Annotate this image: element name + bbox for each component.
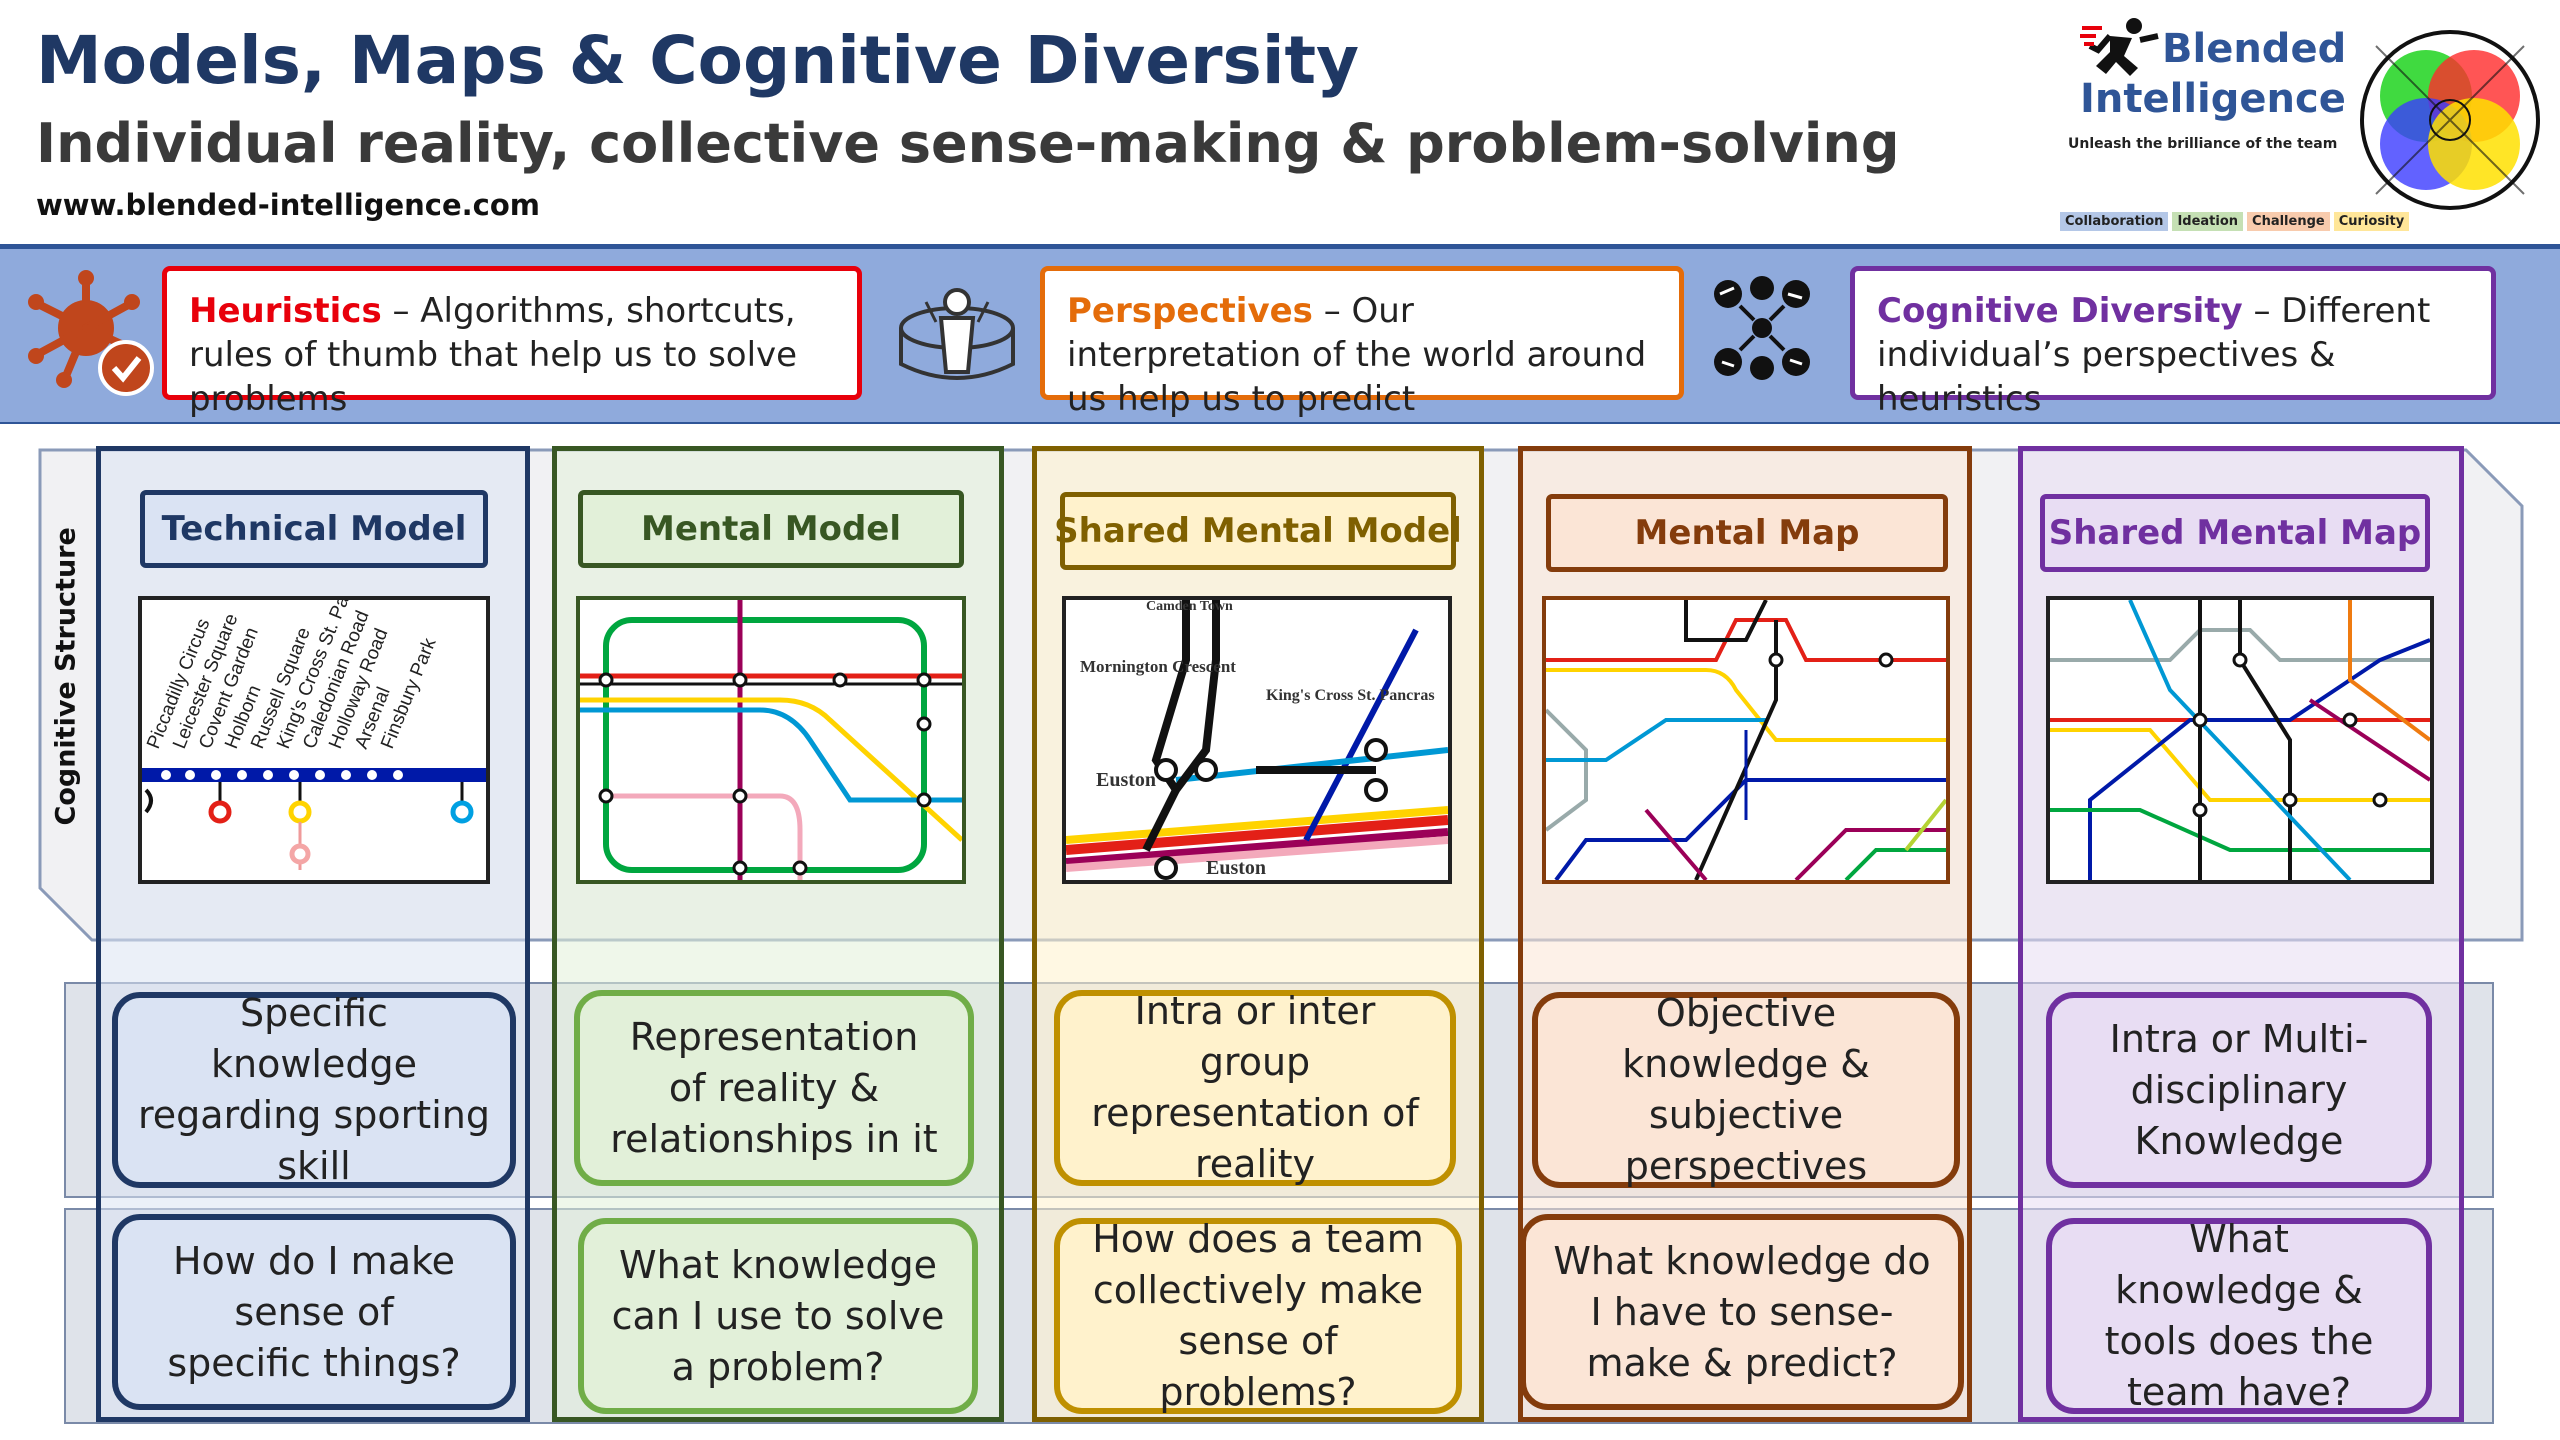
technical-model-heading: Technical Model — [140, 490, 488, 568]
mental-map-knowledge-card: Objective knowledge & subjective perspec… — [1532, 991, 1960, 1188]
logo-tagline: Unleash the brilliance of the team — [2068, 136, 2338, 152]
logo-venn-icon — [2360, 30, 2540, 210]
mental-model-question-card: What knowledge can I use to solve a prob… — [578, 1218, 978, 1414]
map-label-kings-cross: King's Cross St. Pancras — [1266, 687, 1435, 704]
page-subtitle: Individual reality, collective sense-mak… — [36, 112, 1900, 175]
tag-challenge: Challenge — [2247, 212, 2330, 231]
shared-mental-model-map: Mornington Crescent King's Cross St. Pan… — [1062, 596, 1452, 884]
mental-map-question-card: What knowledge do I have to sense-make &… — [1520, 1214, 1964, 1410]
heuristics-text: – Algorithms, shortcuts, rules of thumb … — [189, 291, 798, 419]
perspectives-term: Perspectives — [1067, 291, 1313, 331]
mental-map-heading: Mental Map — [1546, 494, 1948, 572]
map-label-euston-2: Euston — [1206, 857, 1266, 879]
mental-map-image — [1542, 596, 1950, 884]
cognitive-structure-label: Cognitive Structure — [50, 527, 82, 826]
logo-name-line1: Blended — [2162, 26, 2347, 72]
logo-tag-list: Collaboration Ideation Challenge Curiosi… — [2060, 212, 2410, 231]
logo-name-line2: Intelligence — [2080, 76, 2346, 122]
person-perspectives-icon — [899, 288, 1015, 380]
heuristics-definition: Heuristics – Algorithms, shortcuts, rule… — [162, 266, 862, 419]
shared-mental-map-question-card: What knowledge & tools does the team hav… — [2046, 1217, 2432, 1414]
virus-check-icon — [28, 270, 154, 396]
mental-model-map — [576, 596, 966, 884]
shared-mental-model-knowledge-card: Intra or inter group representation of r… — [1054, 989, 1456, 1186]
perspectives-text: – Our interpretation of the world around… — [1067, 291, 1647, 419]
tag-curiosity: Curiosity — [2333, 212, 2410, 231]
shared-mental-map-knowledge-card: Intra or Multi-disciplinary Knowledge — [2046, 992, 2432, 1188]
map-label-mornington: Mornington Crescent — [1080, 657, 1236, 676]
technical-model-map: Piccadilly Circus Leicester Square Coven… — [138, 596, 490, 884]
website-url[interactable]: www.blended-intelligence.com — [36, 188, 540, 222]
map-label-camden: Camden Town — [1146, 600, 1233, 614]
cognitive-diversity-text: – Different individual’s perspectives & … — [1877, 291, 2431, 419]
shared-mental-model-question-card: How does a team collectively make sense … — [1054, 1217, 1462, 1414]
page-title: Models, Maps & Cognitive Diversity — [36, 22, 1360, 99]
mental-model-knowledge-card: Representation of reality & relationship… — [574, 990, 974, 1186]
logo — [2060, 0, 2560, 240]
cognitive-diversity-definition: Cognitive Diversity – Different individu… — [1850, 266, 2496, 419]
technical-model-knowledge-card: Specific knowledge regarding sporting sk… — [112, 991, 516, 1188]
mental-model-heading: Mental Model — [578, 490, 964, 568]
shared-mental-model-heading: Shared Mental Model — [1054, 492, 1462, 570]
map-label-euston-1: Euston — [1096, 769, 1156, 791]
diverse-heads-icon — [1714, 276, 1810, 380]
perspectives-definition: Perspectives – Our interpretation of the… — [1040, 266, 1684, 419]
heuristics-term: Heuristics — [189, 291, 382, 331]
shared-mental-map-image — [2046, 596, 2434, 884]
shared-mental-map-heading: Shared Mental Map — [2040, 494, 2430, 572]
tag-ideation: Ideation — [2172, 212, 2244, 231]
cognitive-diversity-term: Cognitive Diversity — [1877, 291, 2243, 331]
tag-collaboration: Collaboration — [2060, 212, 2169, 231]
runner-icon — [2080, 18, 2159, 76]
technical-model-question-card: How do I make sense of specific things? — [112, 1214, 516, 1410]
